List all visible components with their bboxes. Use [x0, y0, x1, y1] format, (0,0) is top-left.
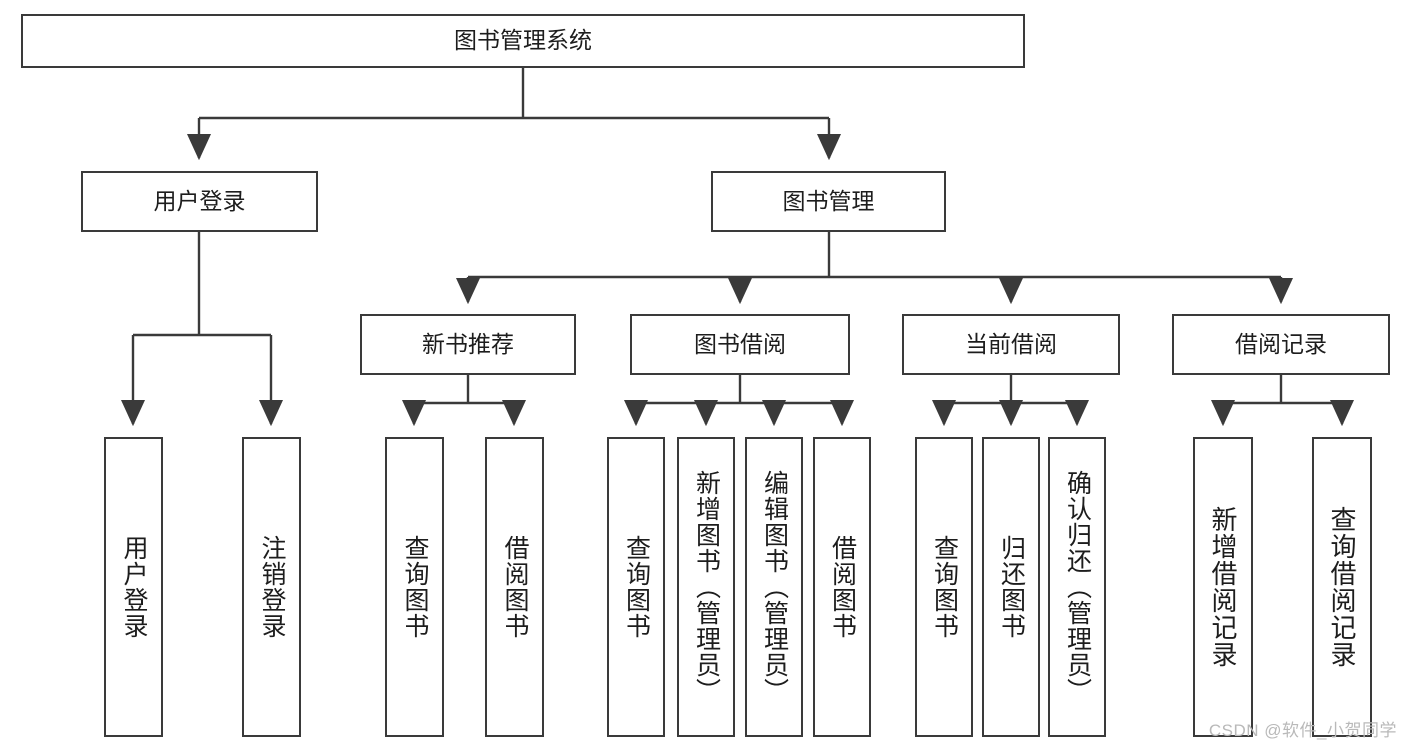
node-label: 确认归还（管理员） — [1063, 470, 1092, 704]
node-book-management[interactable]: 图书管理 — [711, 171, 946, 232]
leaf-book-borrow-borrow[interactable]: 借阅图书 — [813, 437, 871, 737]
node-label: 查询图书 — [401, 535, 429, 639]
node-label: 归还图书 — [997, 535, 1026, 639]
leaf-book-borrow-query[interactable]: 查询图书 — [607, 437, 665, 737]
leaf-book-borrow-edit[interactable]: 编辑图书（管理员） — [745, 437, 803, 737]
node-label: 用户登录 — [153, 187, 246, 214]
node-borrow-records[interactable]: 借阅记录 — [1172, 314, 1390, 375]
leaf-new-book-borrow[interactable]: 借阅图书 — [485, 437, 544, 737]
node-label: 图书管理系统 — [454, 27, 592, 54]
node-label: 查询图书 — [930, 535, 959, 639]
node-label: 借阅图书 — [828, 535, 857, 639]
node-label: 查询图书 — [622, 535, 651, 639]
leaf-current-borrow-query[interactable]: 查询图书 — [915, 437, 973, 737]
csdn-watermark: CSDN @软件_小贺同学 — [1208, 721, 1397, 740]
node-label: 新书推荐 — [422, 330, 514, 357]
leaf-current-borrow-confirm-return[interactable]: 确认归还（管理员） — [1048, 437, 1106, 737]
leaf-new-book-query[interactable]: 查询图书 — [385, 437, 444, 737]
node-new-book-recommend[interactable]: 新书推荐 — [360, 314, 576, 375]
node-label: 查询借阅记录 — [1327, 506, 1357, 668]
node-user-login[interactable]: 用户登录 — [81, 171, 318, 232]
node-label: 图书管理 — [782, 187, 875, 214]
node-root-book-management-system[interactable]: 图书管理系统 — [21, 14, 1025, 68]
node-label: 用户登录 — [120, 535, 148, 639]
node-label: 借阅图书 — [501, 535, 529, 639]
leaf-current-borrow-return[interactable]: 归还图书 — [982, 437, 1040, 737]
leaf-user-login-logout[interactable]: 注销登录 — [242, 437, 301, 737]
leaf-borrow-record-add[interactable]: 新增借阅记录 — [1193, 437, 1253, 737]
node-book-borrow[interactable]: 图书借阅 — [630, 314, 850, 375]
node-label: 注销登录 — [258, 535, 286, 639]
node-current-borrow[interactable]: 当前借阅 — [902, 314, 1120, 375]
node-label: 借阅记录 — [1235, 330, 1327, 357]
node-label: 当前借阅 — [965, 330, 1057, 357]
node-label: 新增借阅记录 — [1208, 506, 1238, 668]
node-label: 编辑图书（管理员） — [760, 470, 789, 704]
leaf-user-login-signin[interactable]: 用户登录 — [104, 437, 163, 737]
leaf-borrow-record-query[interactable]: 查询借阅记录 — [1312, 437, 1372, 737]
leaf-book-borrow-add[interactable]: 新增图书（管理员） — [677, 437, 735, 737]
node-label: 图书借阅 — [694, 330, 786, 357]
node-label: 新增图书（管理员） — [692, 470, 721, 704]
